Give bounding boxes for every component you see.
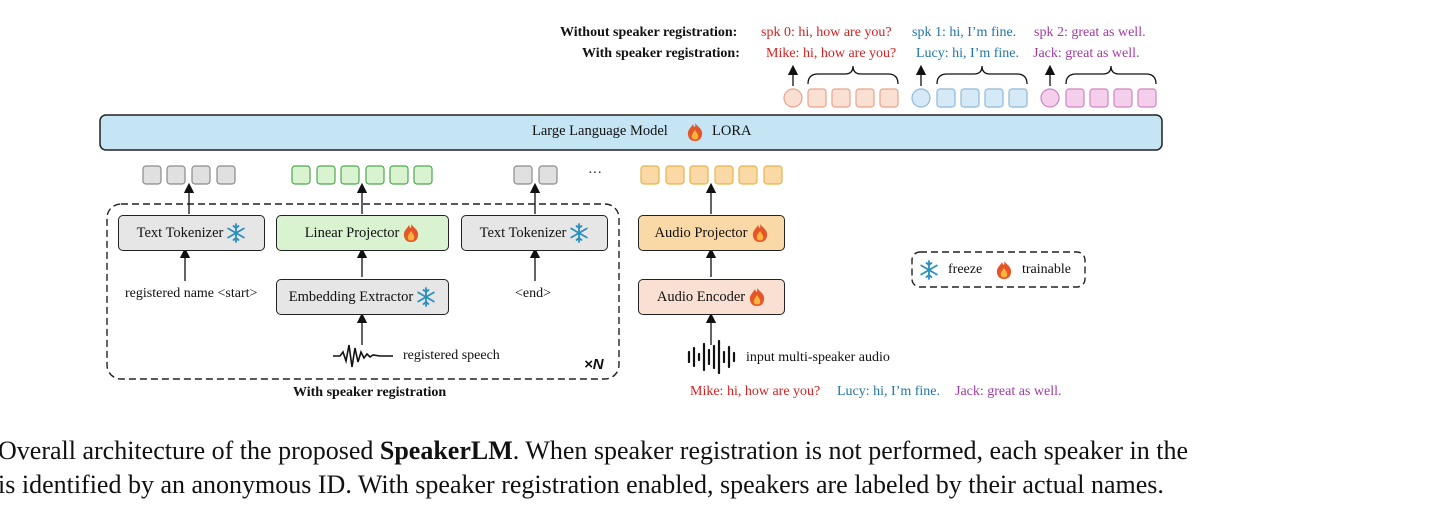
- linear-projector-label: Linear Projector: [304, 224, 400, 241]
- with-jack: Jack: great as well.: [1033, 46, 1140, 61]
- with-mike: Mike: hi, how are you?: [766, 46, 897, 61]
- text-tokenizer-2-block: Text Tokenizer: [461, 215, 608, 251]
- registration-group-box: [106, 203, 620, 380]
- text-tokenizer-2-label: Text Tokenizer: [479, 224, 567, 241]
- flame-icon: [752, 224, 767, 242]
- text-tokenizer-1-block: Text Tokenizer: [118, 215, 265, 251]
- speech-waveform-icon: [333, 344, 393, 368]
- audio-encoder-label: Audio Encoder: [656, 288, 746, 305]
- without-spk2: spk 2: great as well.: [1034, 25, 1146, 40]
- output-tokens-spk0: [783, 88, 899, 108]
- figure-caption-line-2: is identified by an anonymous ID. With s…: [0, 470, 1164, 499]
- without-registration-label: Without speaker registration:: [560, 25, 738, 40]
- output-tokens-spk2: [1040, 88, 1157, 108]
- figure-caption-line-1: Overall architecture of the proposed Spe…: [0, 436, 1188, 466]
- transcript-mike: Mike: hi, how are you?: [690, 384, 821, 399]
- with-registration-label: With speaker registration:: [582, 46, 740, 61]
- audio-tokens: [640, 165, 783, 185]
- output-tokens-spk1: [911, 88, 1028, 108]
- output-arrows: [787, 64, 1157, 86]
- registered-speech-label: registered speech: [403, 348, 500, 363]
- embedding-extractor-block: Embedding Extractor: [276, 279, 449, 315]
- snowflake-icon: [417, 287, 435, 307]
- audio-waveform-icon: [687, 339, 736, 375]
- text-tokens-2: [513, 165, 558, 185]
- transcript-lucy: Lucy: hi, I’m fine.: [837, 384, 941, 399]
- trainable-label: trainable: [1022, 262, 1071, 277]
- speaker-embedding-tokens: [291, 165, 433, 185]
- flow-arrows: [179, 182, 717, 345]
- lora-label: LORA: [712, 123, 752, 139]
- llm-label: Large Language Model: [532, 123, 668, 139]
- snowflake-icon: [920, 260, 938, 280]
- legend-key-box: [911, 251, 1086, 288]
- registration-group-label: With speaker registration: [293, 385, 447, 400]
- audio-projector-block: Audio Projector: [638, 215, 785, 251]
- caption-model-name: SpeakerLM: [379, 436, 513, 465]
- snowflake-icon: [227, 223, 246, 243]
- llm-bar: [99, 114, 1163, 151]
- freeze-label: freeze: [948, 262, 983, 277]
- text-tokenizer-1-label: Text Tokenizer: [136, 224, 224, 241]
- input-audio-label: input multi-speaker audio: [746, 350, 890, 365]
- flame-icon: [996, 261, 1012, 279]
- times-n-label: ×N: [584, 356, 604, 373]
- linear-projector-block: Linear Projector: [276, 215, 449, 251]
- flame-icon: [749, 288, 765, 306]
- text-tokens-1: [142, 165, 236, 185]
- without-spk0: spk 0: hi, how are you?: [761, 25, 892, 40]
- without-spk1: spk 1: hi, I’m fine.: [912, 25, 1017, 40]
- snowflake-icon: [570, 223, 589, 243]
- end-token-label: <end>: [515, 286, 552, 301]
- caption-line1-post: . When speaker registration is not perfo…: [512, 436, 1189, 465]
- audio-projector-label: Audio Projector: [654, 224, 748, 241]
- transcript-jack: Jack: great as well.: [955, 384, 1062, 399]
- with-lucy: Lucy: hi, I’m fine.: [916, 46, 1020, 61]
- registered-name-label: registered name <start>: [125, 286, 258, 301]
- embedding-extractor-label: Embedding Extractor: [288, 288, 414, 305]
- flame-icon: [404, 224, 419, 242]
- audio-encoder-block: Audio Encoder: [638, 279, 785, 315]
- architecture-diagram: [99, 64, 1163, 380]
- ellipsis: ···: [588, 166, 602, 181]
- caption-line1-pre: Overall architecture of the proposed: [0, 436, 380, 465]
